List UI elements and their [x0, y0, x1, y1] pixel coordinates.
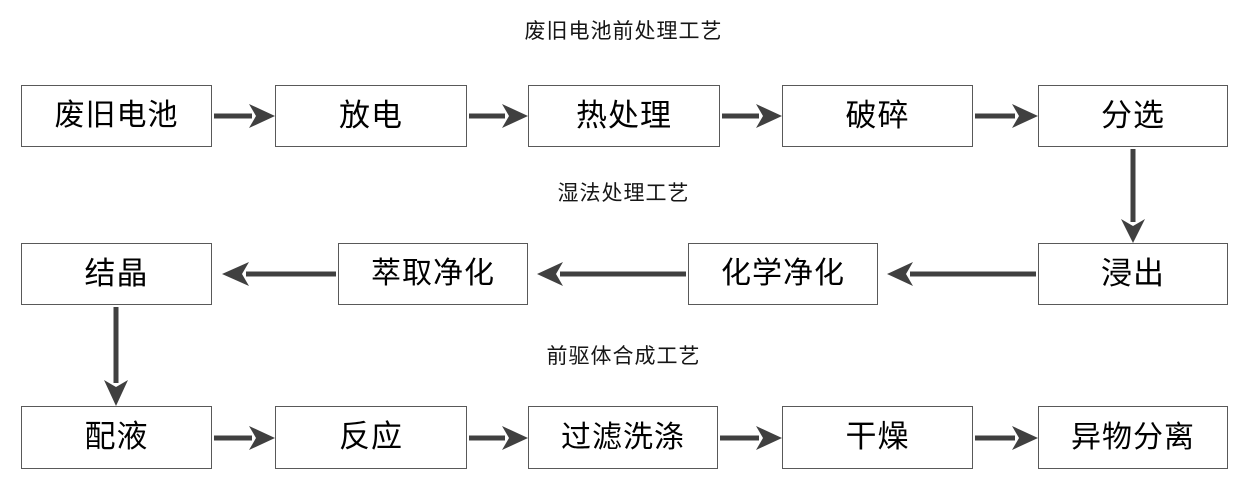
- arrow-drying-to-foreign-matter: [975, 426, 1038, 450]
- node-foreign-matter-label: 异物分离: [1071, 419, 1195, 455]
- node-filter-wash[interactable]: 过滤洗涤: [528, 406, 718, 469]
- arrow-heat-treatment-to-crushing: [722, 104, 782, 128]
- section-title-pretreatment: 废旧电池前处理工艺: [524, 19, 723, 43]
- node-crystallization[interactable]: 结晶: [21, 243, 212, 305]
- node-waste-battery[interactable]: 废旧电池: [21, 85, 212, 147]
- node-chemical-purify-label: 化学净化: [721, 256, 845, 291]
- node-discharge-label: 放电: [339, 97, 403, 134]
- node-sorting[interactable]: 分选: [1038, 85, 1228, 147]
- node-drying-label: 干燥: [845, 419, 910, 455]
- node-foreign-matter[interactable]: 异物分离: [1038, 406, 1228, 469]
- node-reaction-label: 反应: [339, 419, 403, 455]
- node-reaction[interactable]: 反应: [275, 406, 467, 469]
- arrow-solvent-extraction-to-crystallization: [222, 262, 336, 286]
- arrow-reaction-to-filter-wash: [469, 426, 528, 450]
- node-solvent-extraction[interactable]: 萃取净化: [338, 243, 528, 305]
- node-solvent-extraction-label: 萃取净化: [371, 256, 495, 291]
- node-crystallization-label: 结晶: [84, 255, 149, 292]
- arrow-chemical-purify-to-solvent-extraction: [537, 262, 686, 286]
- node-leaching-label: 浸出: [1101, 255, 1165, 292]
- node-drying[interactable]: 干燥: [782, 406, 973, 469]
- node-leaching[interactable]: 浸出: [1038, 243, 1228, 305]
- node-solution-prep-label: 配液: [84, 419, 149, 455]
- node-heat-treatment-label: 热处理: [576, 97, 672, 134]
- arrow-filter-wash-to-drying: [720, 426, 782, 450]
- node-crushing-label: 破碎: [845, 97, 910, 134]
- arrow-crushing-to-sorting: [975, 104, 1038, 128]
- node-heat-treatment[interactable]: 热处理: [528, 85, 720, 147]
- node-chemical-purify[interactable]: 化学净化: [688, 243, 878, 305]
- arrow-solution-prep-to-reaction: [214, 426, 275, 450]
- section-title-hydrometallurgy: 湿法处理工艺: [557, 181, 690, 205]
- node-waste-battery-label: 废旧电池: [54, 98, 179, 133]
- arrow-leaching-to-chemical-purify: [887, 262, 1036, 286]
- node-discharge[interactable]: 放电: [275, 85, 467, 147]
- node-filter-wash-label: 过滤洗涤: [561, 419, 685, 455]
- node-sorting-label: 分选: [1101, 97, 1165, 134]
- node-crushing[interactable]: 破碎: [782, 85, 973, 147]
- arrow-discharge-to-heat-treatment: [469, 104, 528, 128]
- arrow-waste-battery-to-discharge: [214, 104, 275, 128]
- section-title-precursor-synthesis: 前驱体合成工艺: [546, 344, 701, 368]
- node-solution-prep[interactable]: 配液: [21, 406, 212, 469]
